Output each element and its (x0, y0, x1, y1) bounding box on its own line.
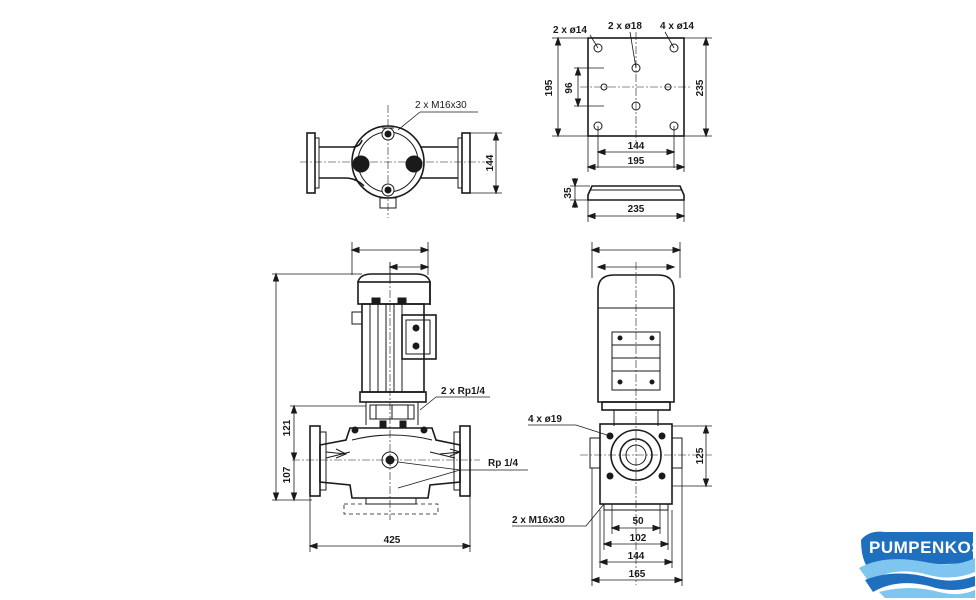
base-side-w-label: 235 (628, 204, 645, 215)
side-w-165-label: 165 (629, 569, 646, 580)
side-w-144-label: 144 (628, 551, 645, 562)
front-gauge-a-label: 2 x Rp1/4 (441, 386, 485, 397)
front-view: 121 107 425 2 x Rp1/4 Rp 1/4 (272, 242, 528, 552)
base-w-inner-label: 144 (628, 141, 645, 152)
base-w-outer-label: 195 (628, 156, 645, 167)
front-h-upper-label: 121 (282, 419, 293, 436)
side-w-50-label: 50 (632, 516, 644, 527)
base-hole-c-label: 4 x ø14 (660, 21, 694, 32)
front-gauge-b-label: Rp 1/4 (488, 458, 518, 469)
side-flange-holes-label: 4 x ø19 (528, 414, 562, 425)
top-view-conn-label: 2 x M16x30 (415, 100, 467, 111)
pumpenkost-logo: PUMPENKOST (859, 531, 976, 598)
side-view: 4 x ø19 2 x M16x30 125 50 102 144 (512, 242, 712, 586)
side-w-102-label: 102 (630, 533, 647, 544)
top-view-width-label: 144 (485, 154, 496, 171)
base-plate-view: 2 x ø14 2 x ø18 4 x ø14 195 96 235 144 (544, 21, 712, 172)
base-plate-side-view: 35 235 (563, 178, 686, 222)
front-h-lower-label: 107 (282, 466, 293, 483)
front-width-label: 425 (384, 535, 401, 546)
side-conn-label: 2 x M16x30 (512, 515, 565, 526)
base-hole-a-label: 2 x ø14 (553, 25, 587, 36)
side-h-label: 125 (695, 447, 706, 464)
base-h-inner-label: 96 (564, 82, 575, 94)
logo-text: PUMPENKOST (869, 538, 976, 557)
base-h-right-label: 235 (695, 79, 706, 96)
base-hole-b-label: 2 x ø18 (608, 21, 642, 32)
top-view: 2 x M16x30 144 (300, 100, 502, 218)
base-side-h-label: 35 (563, 187, 574, 199)
base-h-outer-label: 195 (544, 79, 555, 96)
